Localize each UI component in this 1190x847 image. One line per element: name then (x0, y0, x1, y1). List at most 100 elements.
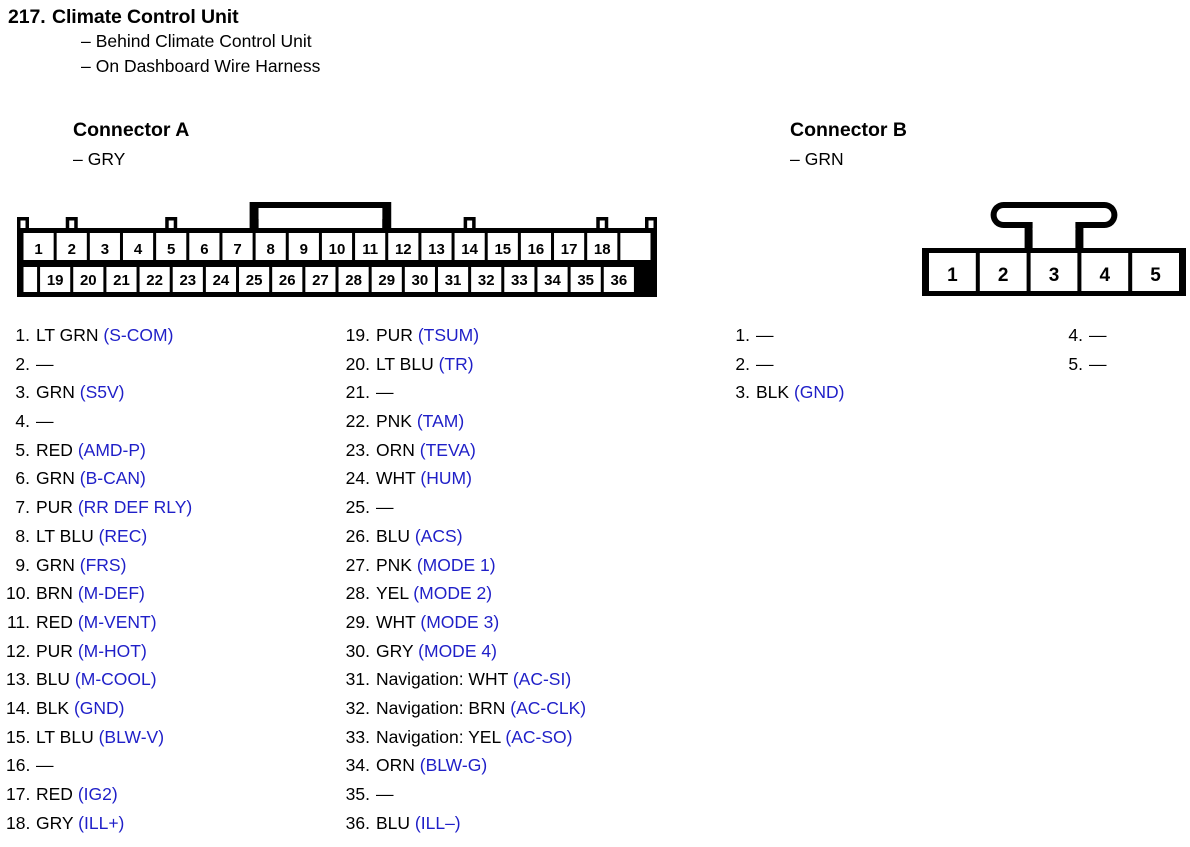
pin-number: 6. (15, 468, 30, 489)
pin-wire-color: BLU (376, 812, 411, 833)
pin-value: PUR (TSUM) (376, 325, 479, 346)
connector-shape (168, 220, 174, 228)
pin-row: 8.LT BLU (REC) (6, 526, 192, 555)
pin-prefix: Navigation: (376, 697, 469, 718)
connector-shape (254, 202, 387, 208)
pin-wire-color: YEL (468, 726, 501, 747)
pin-number-top: 15 (494, 241, 511, 258)
connector-shape (979, 253, 1027, 291)
pin-number: 4. (1068, 325, 1083, 345)
pin-signal-name: (TEVA) (414, 439, 476, 460)
pin-row: 4.— (6, 411, 192, 440)
pin-row: 13.BLU (M-COOL) (6, 669, 192, 698)
pin-row: 4.— (1063, 325, 1106, 354)
pin-empty-dash: — (756, 325, 774, 345)
connector-shape (40, 267, 71, 292)
connector-shape (520, 233, 552, 260)
pin-number: 35. (345, 784, 370, 804)
pin-signal-name: (BLW-V) (93, 726, 165, 747)
pin-number: 28. (345, 583, 370, 604)
connector-shape (222, 233, 253, 260)
pin-number: 26. (345, 525, 370, 546)
pin-number: 15. (6, 726, 31, 747)
pin-number-top: 13 (428, 241, 445, 258)
pin-wire-color: WHT (376, 611, 416, 632)
pin-number-bottom: 25 (246, 272, 263, 289)
connector-shape (321, 233, 353, 260)
pin-number: 4. (15, 411, 30, 432)
pin-number: 1. (735, 325, 750, 345)
pin-value: — (36, 755, 54, 776)
pin-number-top: 6 (200, 241, 208, 258)
pin-row: 9.GRN (FRS) (6, 555, 192, 584)
pin-wire-color: ORN (376, 439, 415, 460)
connector-shape (272, 267, 303, 292)
pin-number: 18. (6, 812, 31, 833)
pin-signal-name: (ILL+) (73, 812, 125, 833)
pin-number: 12. (6, 640, 31, 661)
pin-value: RED (AMD-P) (36, 440, 146, 461)
pin-row: 19. PUR (TSUM) (340, 325, 586, 354)
pin-value: — (756, 325, 774, 346)
pin-row: 1. — (730, 325, 844, 354)
pin-row: 23.ORN (TEVA) (340, 440, 586, 469)
pin-value: GRN (S5V) (36, 382, 125, 403)
connector-shape (454, 233, 485, 260)
pin-value: BLK (GND) (756, 382, 844, 403)
pin-value: BLU (ACS) (376, 526, 463, 547)
connector-shape (239, 267, 270, 292)
pin-value: Navigation: YEL (AC-SO) (376, 727, 573, 748)
pin-signal-name: (MODE 2) (408, 583, 493, 604)
connector-shape (620, 233, 651, 260)
connector-shape (122, 233, 154, 260)
pin-row: 34.ORN (BLW-G) (340, 755, 586, 784)
pin-value: Navigation: WHT (AC-SI) (376, 669, 571, 690)
pin-signal-name: (GND) (69, 697, 125, 718)
pin-row: 5.— (1063, 354, 1106, 383)
pin-signal-name: (MODE 1) (411, 554, 496, 575)
pin-value: WHT (HUM) (376, 468, 472, 489)
connector-shape (288, 233, 319, 260)
pin-number: 1 (947, 265, 958, 286)
pin-wire-color: GRN (36, 468, 75, 489)
pin-wire-color: BLU (376, 525, 411, 546)
pin-wire-color: GRN (36, 554, 75, 575)
pin-signal-name: (TAM) (411, 411, 465, 432)
pin-signal-name: (M-HOT) (72, 640, 147, 661)
bullet-dash: – (81, 56, 91, 76)
pin-row: 2.— (6, 354, 192, 383)
pin-value: PNK (TAM) (376, 411, 464, 432)
pin-row: 28. YEL (MODE 2) (340, 583, 586, 612)
location-note-1-text: Behind Climate Control Unit (95, 31, 312, 51)
latch-loop-inner (996, 208, 1112, 222)
connector-shape (23, 233, 54, 260)
pin-number: 30. (345, 640, 370, 661)
connector-shape (599, 220, 605, 228)
pin-wire-color: GRY (376, 640, 414, 661)
pin-wire-color: YEL (376, 583, 409, 604)
connector-shape (249, 202, 259, 228)
pin-wire-color: BLK (36, 697, 70, 718)
pin-value: YEL (MODE 2) (376, 583, 492, 604)
pin-empty-dash: — (376, 497, 394, 518)
pin-number: 20. (345, 353, 370, 374)
pin-number: 1. (15, 325, 30, 345)
pin-value: LT BLU (REC) (36, 526, 147, 547)
pin-number-top: 8 (267, 241, 275, 258)
connector-shape (1132, 253, 1179, 291)
pin-number: 19. (345, 325, 370, 345)
pin-signal-name: (M-COOL) (70, 669, 157, 690)
pin-value: — (376, 382, 394, 403)
pin-number: 22. (345, 411, 370, 432)
pin-empty-dash: — (376, 784, 394, 804)
pin-row: 3.GRN (S5V) (6, 382, 192, 411)
connector-shape (1075, 222, 1084, 250)
pin-row: 30.GRY (MODE 4) (340, 641, 586, 670)
pin-value: LT BLU (TR) (376, 354, 474, 375)
pin-row: 14.BLK (GND) (6, 698, 192, 727)
connector-a-color-note: –GRY (73, 149, 125, 170)
pin-row: 32.Navigation: BRN (AC-CLK) (340, 698, 586, 727)
pin-value: GRN (FRS) (36, 555, 126, 576)
pin-empty-dash: — (376, 382, 394, 403)
